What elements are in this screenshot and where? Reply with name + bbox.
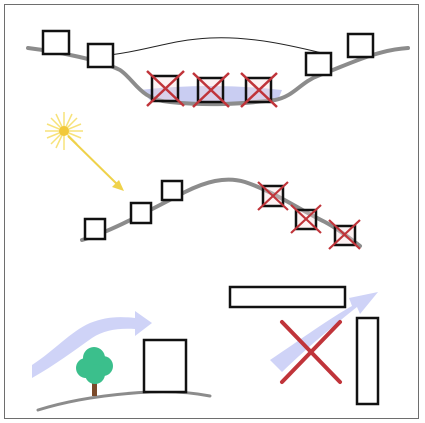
building-sunny-3: [162, 181, 182, 200]
tree-icon: [76, 347, 113, 396]
ground-line-left: [38, 392, 210, 410]
building-valley-3: [306, 53, 331, 75]
shaded-building-3: [329, 220, 360, 249]
building-sunny-2: [131, 203, 151, 223]
shaded-building-2: [291, 205, 321, 233]
building-valley-2: [88, 44, 113, 67]
far-bank-line: [110, 38, 330, 55]
hill-terrain: [82, 180, 360, 246]
flooded-building-1: [147, 71, 184, 106]
flooded-building-3: [241, 73, 277, 107]
sun-ray-arrow: [68, 136, 124, 191]
panel-sun-slope: [45, 112, 360, 249]
building-sunny-1: [85, 219, 105, 239]
horizontal-block: [230, 287, 345, 307]
building-valley-1: [43, 31, 69, 54]
shaded-building-1: [258, 182, 288, 210]
vertical-block: [357, 318, 378, 404]
panel-river-valley: [28, 31, 408, 107]
panel-wind-shelter: [32, 287, 378, 410]
building-valley-4: [348, 34, 373, 57]
sheltered-building: [144, 340, 186, 392]
flooded-building-2: [193, 73, 229, 107]
